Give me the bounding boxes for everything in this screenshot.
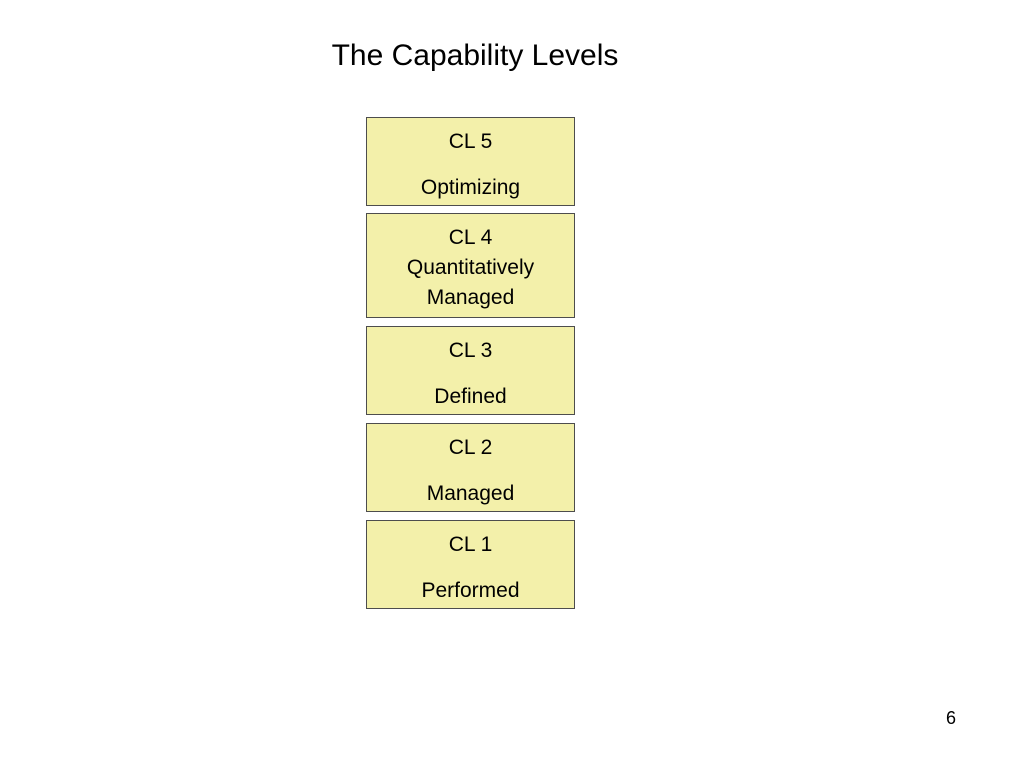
level-id: CL 4 <box>448 226 493 249</box>
level-id: CL 5 <box>448 130 493 153</box>
slide-title: The Capability Levels <box>331 39 619 72</box>
level-name: Performed <box>421 579 520 602</box>
level-name: Optimizing <box>420 176 521 199</box>
level-box-cl5: CL 5 Optimizing <box>366 117 575 206</box>
page-number: 6 <box>946 708 957 728</box>
level-box-cl2: CL 2 Managed <box>366 423 575 512</box>
level-id: CL 3 <box>448 339 493 362</box>
level-name: Quantitatively Managed <box>406 256 535 309</box>
level-id: CL 2 <box>448 436 493 459</box>
level-box-cl1: CL 1 Performed <box>366 520 575 609</box>
level-id: CL 1 <box>448 533 493 556</box>
level-box-cl3: CL 3 Defined <box>366 326 575 415</box>
level-name: Managed <box>426 482 515 505</box>
level-box-cl4: CL 4 Quantitatively Managed <box>366 213 575 318</box>
level-name: Defined <box>434 385 507 408</box>
